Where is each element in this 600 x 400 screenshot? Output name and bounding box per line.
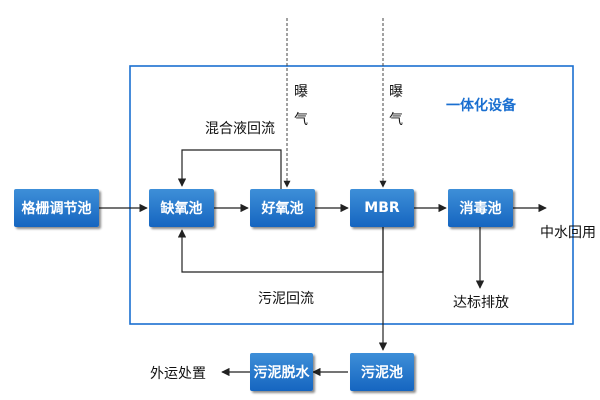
external-disposal-label: 外运处置 xyxy=(150,366,206,382)
reclaimed-water-label: 中水回用 xyxy=(540,225,596,241)
equipment-frame xyxy=(129,65,574,325)
aerobic-tank-box: 好氧池 xyxy=(250,189,315,227)
sludge-return-label: 污泥回流 xyxy=(258,291,314,307)
sludge-return-line xyxy=(177,227,384,273)
mixed-liquor-return-line xyxy=(177,149,282,189)
aeration-char: 气 xyxy=(389,112,403,128)
sludge-dewatering-box: 污泥脱水 xyxy=(250,353,313,391)
grid-regulating-tank-box: 格栅调节池 xyxy=(14,189,99,227)
sludge-tank-box: 污泥池 xyxy=(350,353,414,391)
aeration-char: 曝 xyxy=(389,84,403,100)
mbr-box: MBR xyxy=(350,189,414,227)
aeration-char: 气 xyxy=(294,112,308,128)
aeration-char: 曝 xyxy=(294,84,308,100)
aeration-label: 曝 气 xyxy=(388,78,404,134)
aeration-label: 曝 气 xyxy=(293,78,309,134)
discharge-label: 达标排放 xyxy=(453,295,509,311)
equipment-title: 一体化设备 xyxy=(446,98,516,114)
mixed-liquor-return-label: 混合液回流 xyxy=(205,121,275,137)
anoxic-tank-box: 缺氧池 xyxy=(149,189,214,227)
disinfection-tank-box: 消毒池 xyxy=(448,189,513,227)
